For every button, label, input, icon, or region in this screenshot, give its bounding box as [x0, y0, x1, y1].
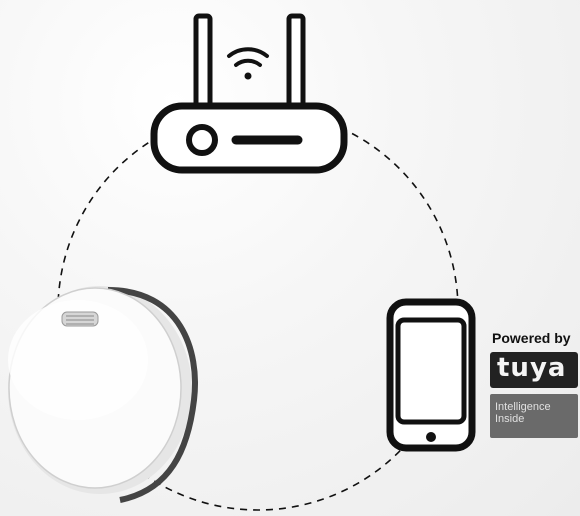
tuya-brand-text: tuya — [497, 353, 566, 383]
tuya-badge: Powered by tuya Intelligence Inside — [488, 330, 580, 445]
intelligence-inside-panel: Intelligence Inside — [490, 394, 578, 438]
powered-by-label: Powered by — [492, 330, 571, 346]
tuya-logo: tuya — [490, 352, 578, 388]
router-icon — [154, 16, 344, 170]
wifi-icon — [229, 49, 267, 79]
tagline-line2: Inside — [495, 413, 524, 425]
tagline-line1: Intelligence — [495, 401, 551, 413]
smartphone-icon — [390, 302, 472, 448]
smoke-detector-device — [8, 286, 195, 500]
